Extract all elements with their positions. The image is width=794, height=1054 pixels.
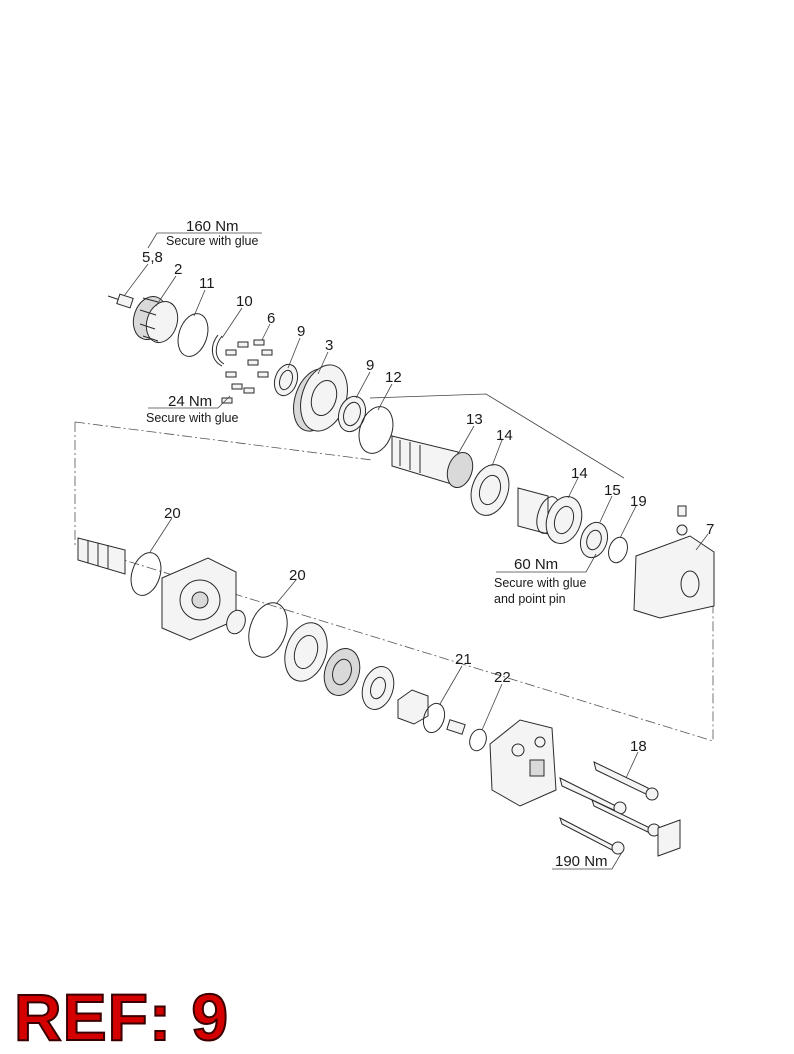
part-spline-coupling <box>226 609 246 635</box>
part-19-o-ring <box>608 536 628 564</box>
part-21-o-ring <box>422 702 446 734</box>
note-60nm-line1: Secure with glue <box>494 576 586 590</box>
note-160nm: Secure with glue <box>166 234 258 248</box>
part-11-snap-ring <box>177 313 209 357</box>
part-14-bearing-b <box>545 496 583 544</box>
callout-19: 19 <box>630 493 647 510</box>
leader-9a <box>287 337 301 369</box>
leader-9b <box>355 371 371 399</box>
part-22-o-ring <box>469 728 487 752</box>
assembly-boundary-top <box>74 421 373 461</box>
torque-190nm: 190 Nm <box>555 853 608 870</box>
part-9-seal-b <box>337 395 367 433</box>
callout-14b: 14 <box>571 465 588 482</box>
part-15-nut <box>579 521 609 559</box>
part-input-shaft <box>77 537 126 575</box>
part-18-bolts <box>559 761 661 855</box>
leader-20b <box>275 579 297 605</box>
part-bracket <box>657 819 681 857</box>
leader-18 <box>625 751 639 779</box>
part-pin <box>446 719 466 735</box>
note-24nm: Secure with glue <box>146 411 238 425</box>
callout-21: 21 <box>455 651 472 668</box>
leader-22 <box>481 683 503 731</box>
part-5-8-bolt <box>107 293 134 309</box>
callout-20b: 20 <box>289 567 306 584</box>
leader-20a <box>149 517 173 553</box>
callout-3: 3 <box>325 337 333 354</box>
leader-3 <box>317 351 329 375</box>
leader-190nm <box>552 851 623 870</box>
part-10-circlip <box>212 334 225 367</box>
torque-24nm: 24 Nm <box>168 393 212 410</box>
leader-21 <box>439 665 463 705</box>
callout-9a: 9 <box>297 323 305 340</box>
callout-14a: 14 <box>496 427 513 444</box>
ref-label: REF: 9 <box>13 980 230 1054</box>
part-3-hub <box>293 364 348 432</box>
part-14-bearing-a <box>470 464 510 516</box>
part-7-housing <box>633 505 715 619</box>
leader-2 <box>155 275 177 307</box>
part-valve-housing <box>489 719 557 807</box>
callout-13: 13 <box>466 411 483 428</box>
callout-15: 15 <box>604 482 621 499</box>
callout-5-8: 5,8 <box>142 249 163 266</box>
part-valve-disc <box>361 666 395 710</box>
note-60nm-line2: and point pin <box>494 592 566 606</box>
callout-9b: 9 <box>366 357 374 374</box>
part-motor-flange <box>161 557 237 641</box>
torque-60nm: 60 Nm <box>514 556 558 573</box>
callout-2: 2 <box>174 261 182 278</box>
part-distribution-plate <box>284 622 328 682</box>
assembly-boundary <box>74 422 714 742</box>
callout-6: 6 <box>267 310 275 327</box>
callout-11: 11 <box>199 275 215 292</box>
leader-14a <box>491 439 503 467</box>
leader-15 <box>599 495 613 523</box>
leader-10 <box>221 307 243 339</box>
leader-13 <box>457 425 475 455</box>
part-2-pinion-gear <box>132 296 179 344</box>
part-13-shaft <box>391 435 474 489</box>
leader-160nm <box>147 232 262 249</box>
callout-20a: 20 <box>164 505 181 522</box>
leader-19 <box>619 505 637 539</box>
torque-160nm: 160 Nm <box>186 218 239 235</box>
leader-bracket-top <box>369 393 625 479</box>
callout-22: 22 <box>494 669 511 686</box>
callout-18: 18 <box>630 738 647 755</box>
callout-7: 7 <box>706 521 714 538</box>
leader-7 <box>695 533 709 551</box>
leader-12 <box>377 383 393 411</box>
part-6-screws <box>221 339 273 404</box>
leader-60nm <box>496 553 597 573</box>
part-12-o-ring <box>358 406 394 454</box>
leader-24nm <box>148 395 231 409</box>
leader-14b <box>567 477 579 499</box>
part-end-plate <box>397 689 429 725</box>
leader-6 <box>261 323 271 341</box>
leader-58 <box>123 263 149 297</box>
callout-12: 12 <box>385 369 402 386</box>
part-gerotor <box>323 648 361 696</box>
part-9-seal-a <box>273 363 299 397</box>
part-20-o-ring-a <box>130 552 162 596</box>
callout-10: 10 <box>236 293 253 310</box>
leader-11 <box>193 289 206 317</box>
